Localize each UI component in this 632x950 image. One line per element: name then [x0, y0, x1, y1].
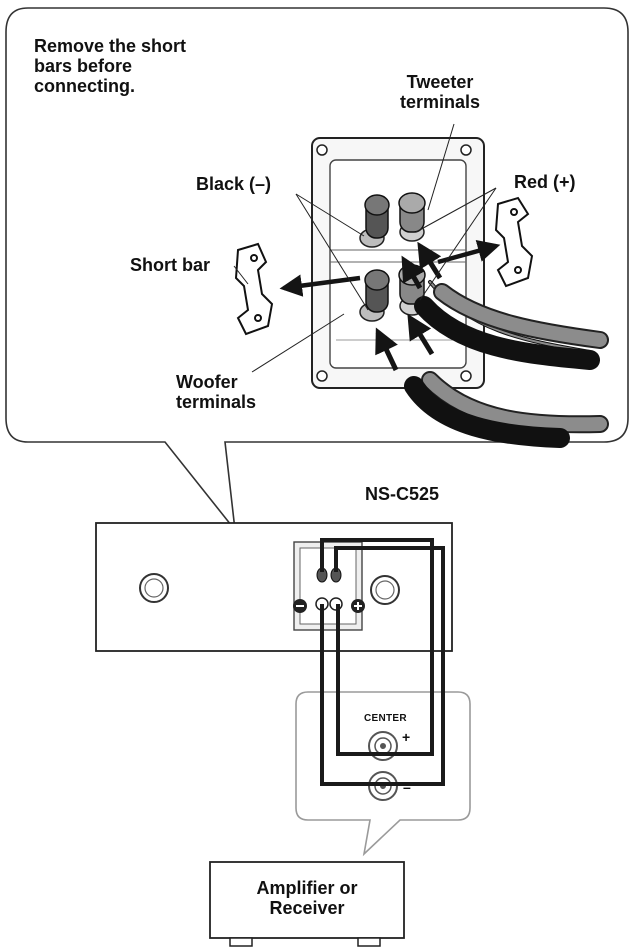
black-label: Black (–): [196, 174, 272, 194]
speaker-body: [95, 522, 453, 652]
terminal-plate-zoom: [311, 137, 485, 389]
amplifier-box: [209, 861, 405, 947]
short-bar-right: [494, 196, 534, 288]
plate-screw-icon: [460, 370, 472, 382]
amplifier-label: Amplifier or Receiver: [256, 878, 358, 919]
short-bar-label: Short bar: [130, 255, 211, 275]
woofer-terminals-label: Woofer terminals: [176, 372, 257, 413]
plate-screw-icon: [316, 370, 328, 382]
instruction-text: Remove the short bars before connecting.: [34, 36, 187, 97]
leader-lines: [233, 123, 497, 373]
speaker-terminal-panel: [293, 541, 365, 631]
minus-label: –: [403, 779, 411, 795]
plus-label: +: [402, 729, 411, 745]
model-label: NS-C525: [365, 484, 440, 504]
plate-screw-icon: [460, 144, 472, 156]
center-label: CENTER: [364, 713, 407, 724]
short-bar-left: [234, 242, 274, 336]
tweeter-binding-posts: [359, 192, 426, 248]
connection-wires: [320, 538, 445, 786]
speaker-cables-zoom: [404, 280, 609, 448]
red-label: Red (+): [514, 172, 576, 192]
tweeter-terminals-label: Tweeter terminals: [400, 72, 481, 113]
insertion-arrows: [375, 241, 443, 372]
plate-screw-icon: [316, 144, 328, 156]
